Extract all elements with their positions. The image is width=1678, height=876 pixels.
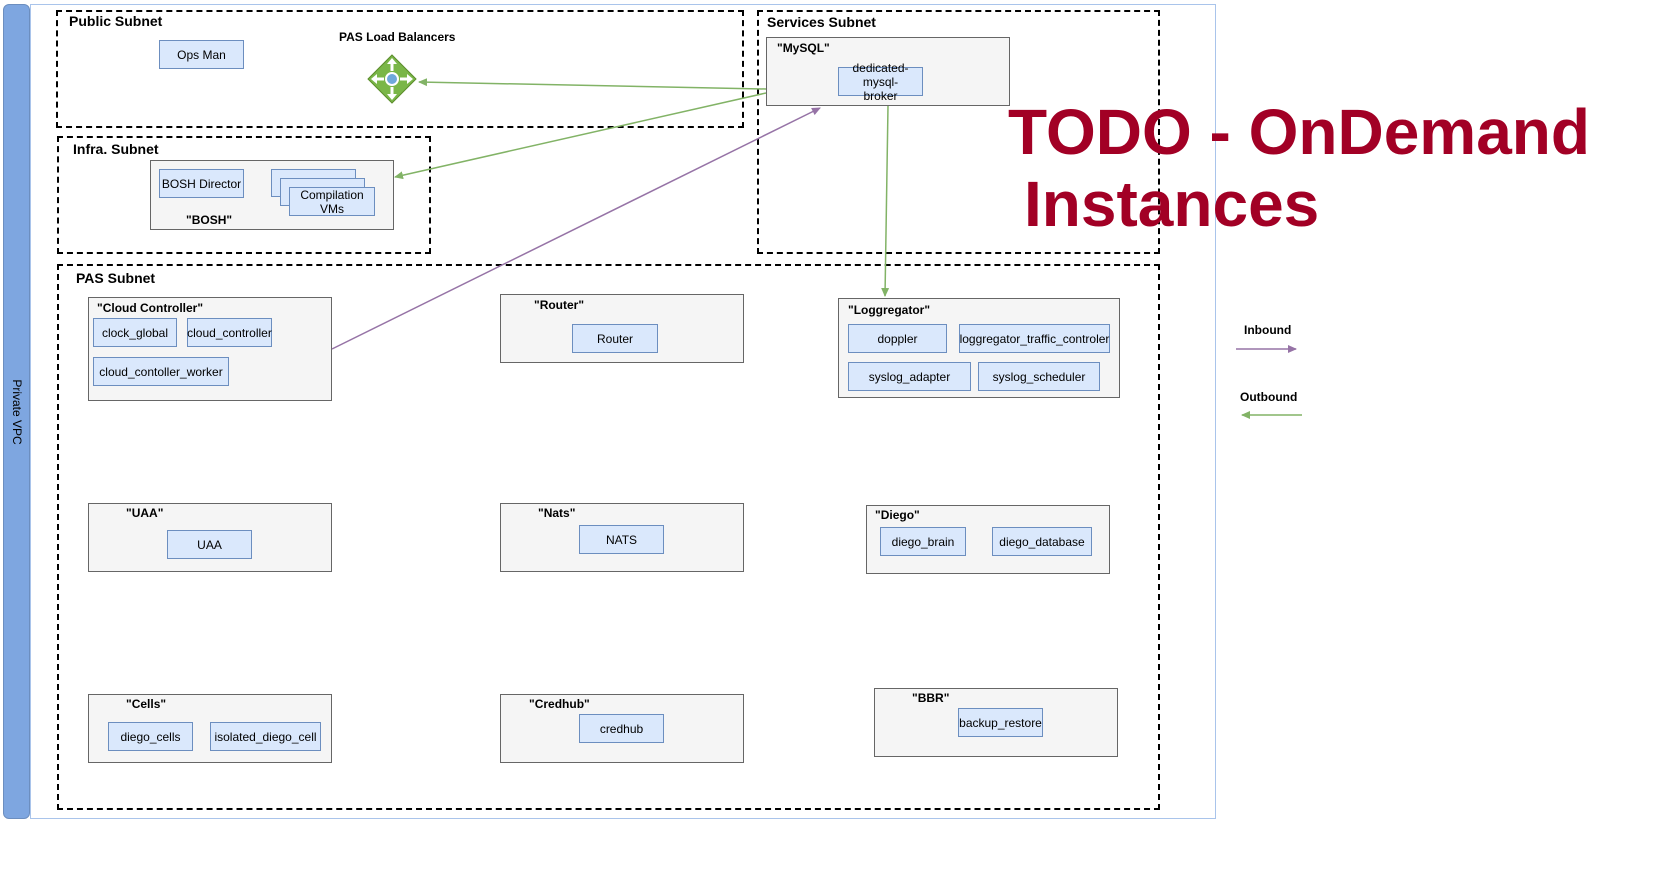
pas-subnet-title: PAS Subnet — [76, 270, 156, 286]
credhub-node[interactable]: credhub — [579, 714, 664, 743]
doppler-node[interactable]: doppler — [848, 324, 947, 353]
uaa-group-title: "UAA" — [126, 506, 164, 520]
load-balancers-label: PAS Load Balancers — [339, 30, 456, 44]
diego-group-title: "Diego" — [875, 508, 920, 522]
bosh-director-node[interactable]: BOSH Director — [159, 169, 244, 198]
cloud-controller-node[interactable]: cloud_controller — [187, 318, 272, 347]
cells-group-title: "Cells" — [126, 697, 167, 711]
syslog-scheduler-node[interactable]: syslog_scheduler — [978, 362, 1100, 391]
legend-inbound-label: Inbound — [1244, 323, 1292, 337]
infra-subnet-title: Infra. Subnet — [73, 141, 159, 157]
services-subnet-title: Services Subnet — [767, 14, 876, 30]
private-vpc-frame — [30, 4, 1216, 819]
cloud-controller-worker-node[interactable]: cloud_contoller_worker — [93, 357, 229, 386]
uaa-node[interactable]: UAA — [167, 530, 252, 559]
dedicated-mysql-broker-node[interactable]: dedicated-mysql-broker — [838, 61, 923, 103]
diego-brain-node[interactable]: diego_brain — [880, 527, 966, 556]
router-node[interactable]: Router — [572, 324, 658, 353]
mysql-group-title: "MySQL" — [777, 41, 830, 55]
todo-heading-line2: Instances — [1024, 168, 1320, 240]
bosh-group-title: "BOSH" — [186, 213, 233, 227]
diego-cells-node[interactable]: diego_cells — [108, 722, 193, 751]
public-subnet-title: Public Subnet — [69, 13, 163, 29]
nats-group-title: "Nats" — [538, 506, 576, 520]
loggregator-traffic-controller-node[interactable]: loggregator_traffic_controler — [959, 324, 1110, 353]
ops-man-node[interactable]: Ops Man — [159, 40, 244, 69]
isolated-diego-cell-node[interactable]: isolated_diego_cell — [210, 722, 321, 751]
credhub-group-title: "Credhub" — [529, 697, 590, 711]
diego-database-node[interactable]: diego_database — [992, 527, 1092, 556]
backup-restore-node[interactable]: backup_restore — [958, 708, 1043, 737]
bbr-group-title: "BBR" — [912, 691, 950, 705]
router-group-title: "Router" — [534, 298, 585, 312]
todo-heading-line1: TODO - OnDemand — [1008, 96, 1590, 168]
loggregator-group-title: "Loggregator" — [848, 303, 931, 317]
clock-global-node[interactable]: clock_global — [93, 318, 177, 347]
private-vpc-bar: Private VPC — [3, 4, 30, 819]
compilation-vms-node[interactable]: Compilation VMs — [289, 187, 375, 216]
private-vpc-label: Private VPC — [9, 378, 24, 445]
cloud-controller-title: "Cloud Controller" — [97, 301, 204, 315]
legend-outbound-label: Outbound — [1240, 390, 1298, 404]
syslog-adapter-node[interactable]: syslog_adapter — [848, 362, 971, 391]
nats-node[interactable]: NATS — [579, 525, 664, 554]
load-balancer-icon[interactable] — [367, 54, 417, 104]
